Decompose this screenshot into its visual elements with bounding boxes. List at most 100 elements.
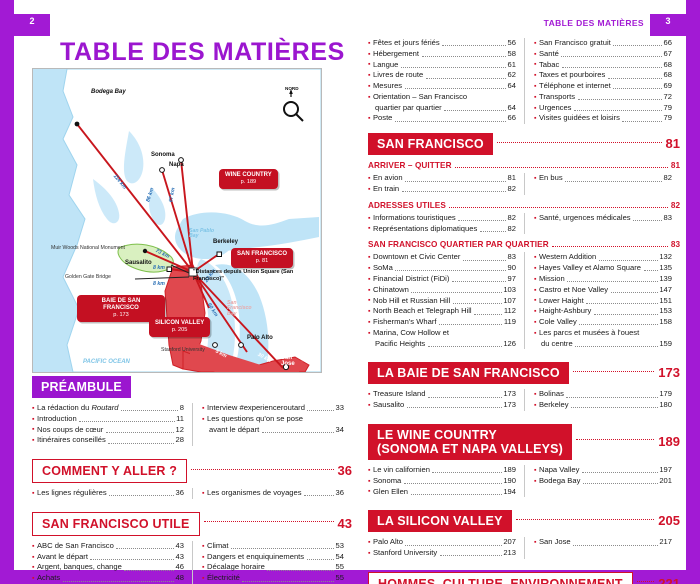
section-header[interactable]: LE WINE COUNTRY(SONOMA ET NAPA VALLEYS)1… — [368, 423, 680, 460]
toc-entry-page: 48 — [175, 573, 184, 583]
toc-entry-label: Décalage horaire — [206, 562, 265, 572]
toc-entry[interactable]: ▪Orientation – San Francisco — [368, 92, 516, 103]
section-header[interactable]: COMMENT Y ALLER ?36 — [32, 459, 352, 484]
leader-dots — [105, 431, 175, 433]
section-leader-dots — [515, 518, 655, 520]
section-header[interactable]: PRÉAMBULE — [32, 376, 352, 398]
leader-dots — [439, 555, 502, 557]
toc-entry-page: 64 — [507, 81, 516, 91]
toc-entry-page: 217 — [659, 537, 672, 547]
bullet-icon: ▪ — [368, 254, 371, 262]
toc-entry[interactable]: ▪Les parcs et musées à l'ouest — [534, 328, 672, 339]
bullet-icon: ▪ — [534, 214, 537, 222]
bullet-icon: ▪ — [202, 404, 205, 412]
map-callout-san-francisco: SAN FRANCISCO p. 81 — [231, 248, 294, 268]
leader-dots — [116, 548, 175, 550]
map-callout-silicon-valley: SILICON VALLEY p. 205 — [149, 317, 211, 337]
toc-entry[interactable]: ▪Marina, Cow Hollow et — [368, 328, 516, 339]
toc-entry[interactable]: ▪Financial District (FiDi)97 — [368, 274, 516, 285]
toc-entry-page: 79 — [663, 102, 672, 112]
toc-entry-page: 132 — [659, 252, 672, 262]
section-title-line2: (SONOMA ET NAPA VALLEYS) — [377, 441, 564, 456]
toc-entry[interactable]: ▪Les questions qu'on se pose — [202, 414, 344, 425]
